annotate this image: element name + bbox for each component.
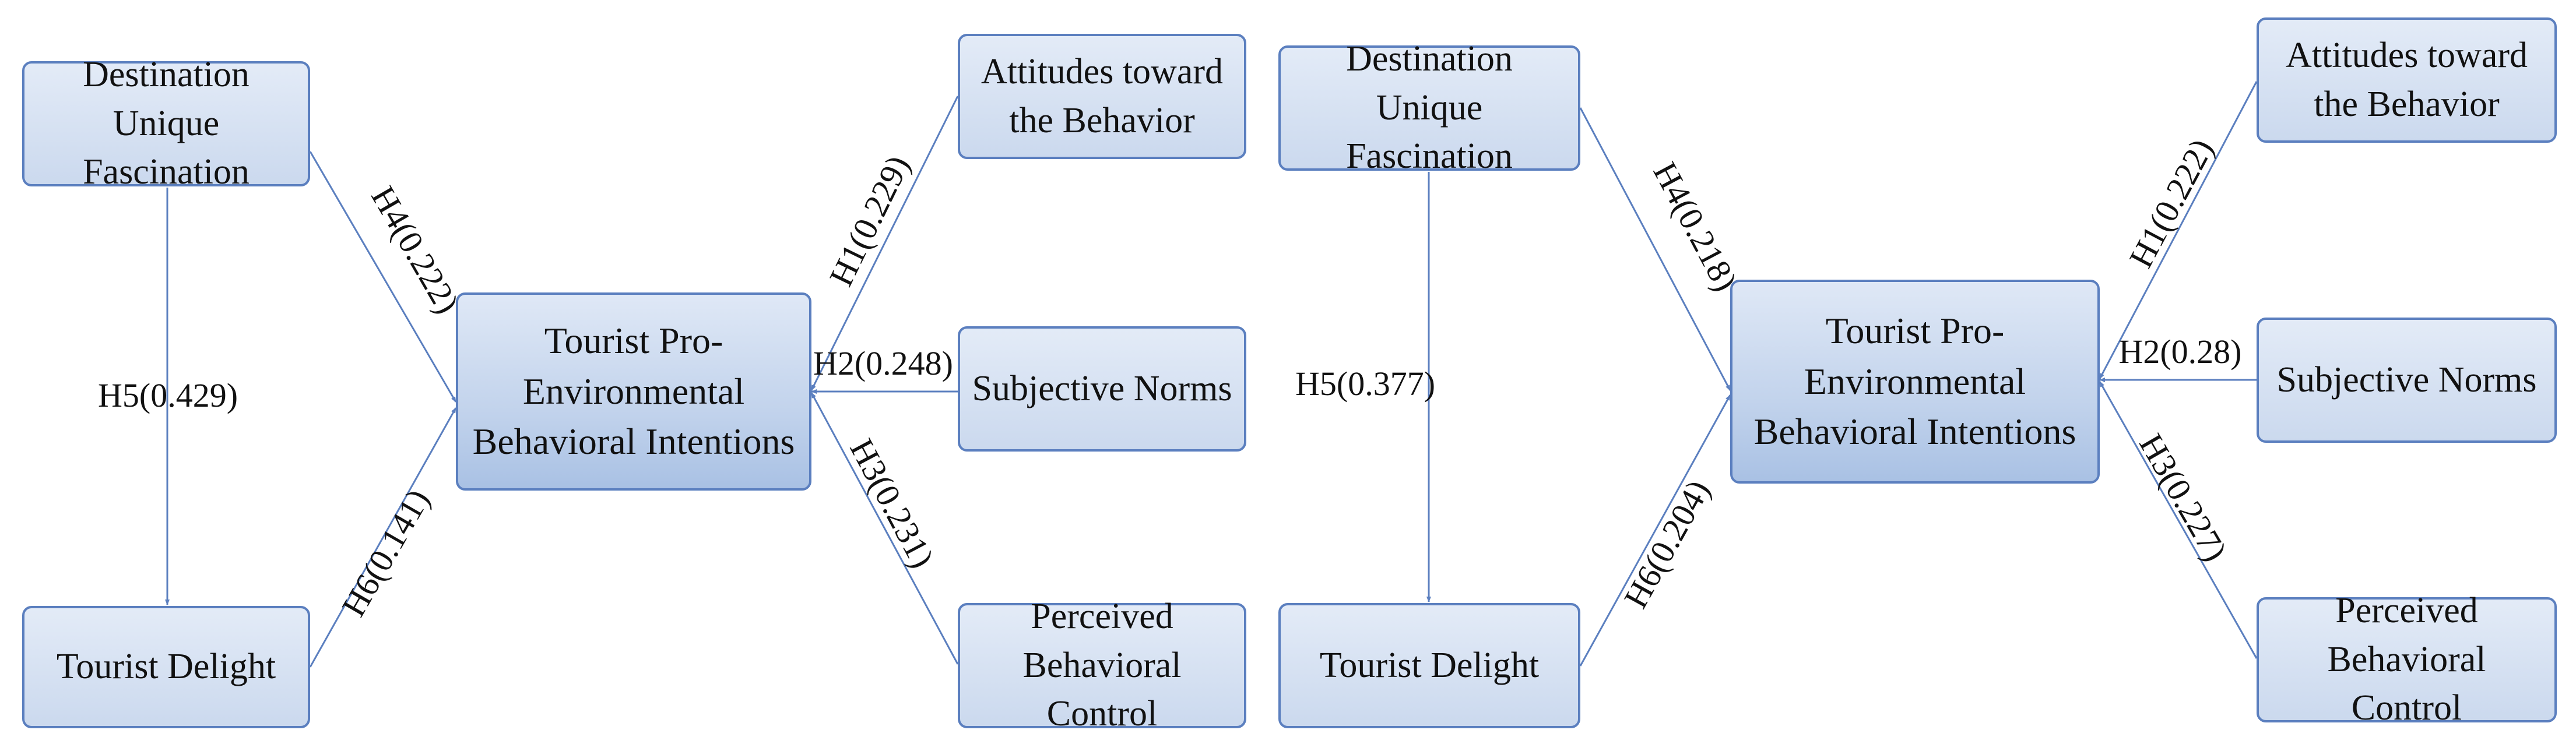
model1-node-subjective-norms: Subjective Norms [958,326,1246,452]
model1-node-attitudes-toward-the-behavior: Attitudes toward the Behavior [958,34,1246,159]
model1-label-h2: H2(0.248) [813,344,953,382]
model1-node-perceived-behavioral-control: Perceived Behavioral Control [958,597,1246,734]
model2-node-perceived-behavioral-control: Perceived Behavioral Control [2257,591,2557,728]
model2-h4-arrow [1579,107,1731,391]
model1-node-tourist-pro-environmental-behavioral-intentions: Tourist Pro-Environmental Behavioral Int… [456,292,811,491]
model1-h6-arrow [309,407,457,668]
model2-h3-arrow [2099,381,2258,659]
model1-node-tourist-delight: Tourist Delight [22,606,310,728]
model1-node-destination-unique-fascination: Destination Unique Fascination [22,55,310,192]
model1-label-h5: H5(0.429) [98,376,238,414]
model2-node-subjective-norms: Subjective Norms [2257,318,2557,443]
model1-h4-arrow [309,151,457,403]
model2-label-h5: H5(0.377) [1295,365,1436,403]
model1-h3-arrow [810,392,959,665]
model2-node-attitudes-toward-the-behavior: Attitudes toward the Behavior [2257,17,2557,143]
model2-label-h2: H2(0.28) [2118,333,2242,371]
model2-h6-arrow [1579,394,1731,667]
model2-node-tourist-pro-environmental-behavioral-intentions: Tourist Pro-Environmental Behavioral Int… [1730,280,2100,484]
model2-h1-arrow [2099,81,2258,379]
model2-node-tourist-delight: Tourist Delight [1278,603,1580,728]
model2-node-destination-unique-fascination: Destination Unique Fascination [1278,39,1580,176]
model1-h1-arrow [810,96,959,391]
